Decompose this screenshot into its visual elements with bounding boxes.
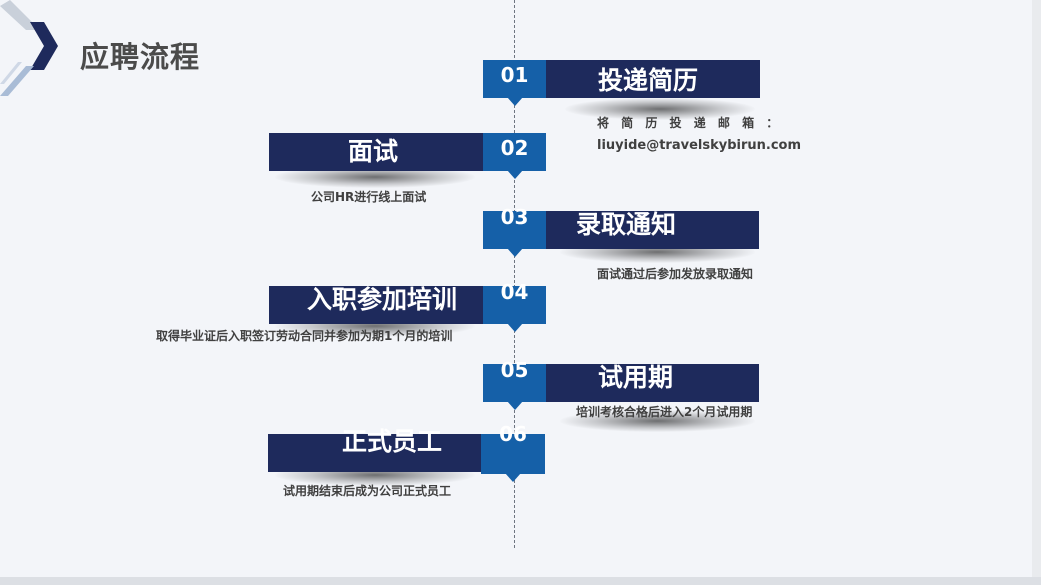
step-3-number: 03	[483, 205, 546, 257]
step-2-title: 面试	[269, 133, 484, 171]
chevron-logo-icon	[0, 0, 58, 96]
timeline-axis	[514, 0, 515, 548]
step-1-number-text: 01	[500, 63, 529, 87]
step-4-title: 入职参加培训	[269, 285, 484, 324]
step-4-description: 取得毕业证后入职签订劳动合同并参加为期1个月的培训	[156, 329, 453, 343]
slide-canvas: 应聘流程 投递简历 01 将 简 历 投 递 邮 箱 ： liuyide@tra…	[0, 0, 1032, 577]
step-6-description: 试用期结束后成为公司正式员工	[283, 484, 452, 498]
step-5-title: 试用期	[546, 363, 759, 402]
page-title: 应聘流程	[80, 40, 201, 74]
step-2-number: 02	[483, 133, 546, 179]
step-1-title: 投递简历	[546, 60, 760, 98]
step-2-number-text: 02	[500, 136, 529, 160]
step-3-number-text: 03	[500, 205, 529, 229]
step-6-title: 正式员工	[268, 427, 484, 472]
step-5-description: 培训考核合格后进入2个月试用期	[576, 405, 753, 419]
step-5-number-text: 05	[500, 358, 529, 382]
step-2-shadow	[275, 166, 475, 188]
page-edge-right	[1032, 0, 1041, 585]
step-1-shadow	[565, 98, 755, 120]
step-3-description: 面试通过后参加发放录取通知	[597, 267, 754, 281]
step-4-number: 04	[483, 280, 546, 332]
step-3-title: 录取通知	[546, 210, 759, 249]
step-1-title-text: 投递简历	[598, 66, 699, 95]
step-2-description: 公司HR进行线上面试	[311, 190, 427, 204]
step-5-number: 05	[483, 358, 546, 410]
step-6-number-text: 06	[499, 422, 527, 446]
step-4-title-text: 入职参加培训	[307, 285, 458, 314]
step-2-title-text: 面试	[348, 137, 399, 166]
step-6-number: 06	[481, 422, 545, 482]
step-6-title-text: 正式员工	[342, 427, 443, 456]
step-4-number-text: 04	[500, 280, 529, 304]
step-3-title-text: 录取通知	[576, 210, 677, 239]
step-1-description-line-1: 将 简 历 投 递 邮 箱 ：	[597, 116, 783, 130]
step-1-description-line-2: liuyide@travelskybirun.com	[597, 138, 802, 153]
step-5-title-text: 试用期	[598, 363, 674, 392]
step-1-number: 01	[483, 60, 546, 106]
step-5-shadow	[560, 410, 755, 432]
page-edge-bottom	[0, 577, 1041, 585]
